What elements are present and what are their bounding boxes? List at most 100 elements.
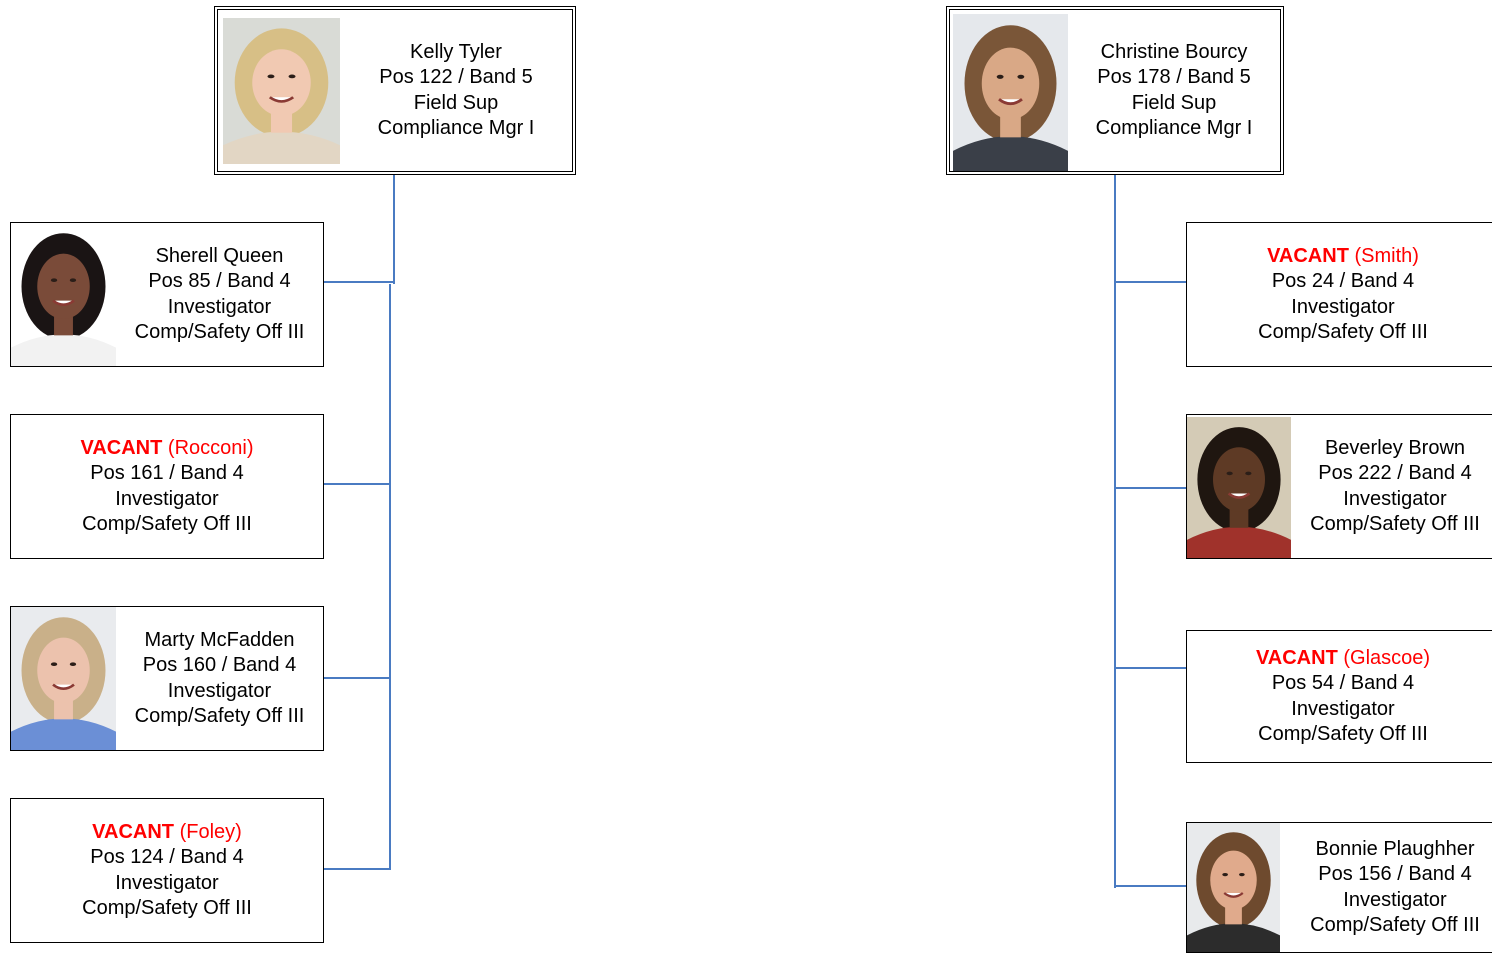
- photo-mouth: [1223, 892, 1244, 898]
- photo-face: [1213, 447, 1265, 512]
- card-text: Kelly Tyler Pos 122 / Band 5 Field Sup C…: [340, 10, 572, 171]
- photo-face: [37, 253, 90, 320]
- position-band: Pos 160 / Band 4: [142, 654, 297, 676]
- photo-shirt: [11, 718, 116, 750]
- card-text: VACANT (Rocconi) Pos 161 / Band 4 Invest…: [11, 415, 323, 558]
- photo-mouth: [1227, 492, 1251, 499]
- vacant-card: VACANT (Smith) Pos 24 / Band 4 Investiga…: [1186, 222, 1492, 367]
- vacant-label: VACANT: [92, 820, 175, 843]
- connector-trunk-right: [1114, 174, 1116, 888]
- card-text: Marty McFadden Pos 160 / Band 4 Investig…: [116, 607, 323, 750]
- job-title: Investigator: [1343, 487, 1447, 510]
- vacant-label: VACANT: [80, 436, 163, 459]
- connector-trunk-left: [393, 174, 395, 284]
- connector-branch: [1114, 667, 1187, 669]
- previous-holder: (Smith): [1354, 244, 1419, 267]
- photo-eye: [50, 662, 58, 667]
- employee-name: Kelly Tyler: [410, 40, 502, 63]
- vacant-card: VACANT (Foley) Pos 124 / Band 4 Investig…: [10, 798, 324, 943]
- job-grade: Compliance Mgr I: [377, 117, 535, 139]
- job-grade: Comp/Safety Off III: [82, 513, 252, 535]
- job-title: Field Sup: [1131, 91, 1217, 114]
- job-grade: Comp/Safety Off III: [1310, 914, 1480, 936]
- position-band: Pos 122 / Band 5: [379, 66, 533, 88]
- employee-name: Christine Bourcy: [1100, 40, 1248, 63]
- job-title: Investigator: [167, 295, 272, 318]
- card-text: VACANT (Foley) Pos 124 / Band 4 Investig…: [11, 799, 323, 942]
- employee-photo: [223, 18, 340, 164]
- previous-holder: (Foley): [179, 820, 242, 843]
- position-band: Pos 54 / Band 4: [1271, 672, 1415, 694]
- photo-eye: [50, 278, 58, 283]
- employee-photo: [953, 14, 1068, 171]
- vacancy-line: VACANT (Foley): [92, 820, 242, 846]
- job-grade: Comp/Safety Off III: [1258, 723, 1428, 745]
- employee-photo: [11, 223, 116, 366]
- job-grade: Comp/Safety Off III: [134, 705, 305, 727]
- photo-face: [37, 637, 90, 704]
- photo-shirt: [1187, 526, 1291, 558]
- photo-eye: [69, 278, 77, 283]
- employee-card: Sherell Queen Pos 85 / Band 4 Investigat…: [10, 222, 324, 367]
- photo-mouth: [998, 98, 1023, 106]
- photo-neck: [54, 696, 73, 720]
- photo-eye: [1226, 471, 1233, 476]
- employee-photo: [1187, 823, 1280, 952]
- photo-shirt: [11, 334, 116, 366]
- photo-face: [981, 47, 1040, 120]
- position-band: Pos 85 / Band 4: [148, 270, 291, 292]
- vacant-card: VACANT (Glascoe) Pos 54 / Band 4 Investi…: [1186, 630, 1492, 763]
- job-title: Investigator: [115, 487, 219, 510]
- position-band: Pos 222 / Band 4: [1318, 462, 1472, 484]
- card-text: Beverley Brown Pos 222 / Band 4 Investig…: [1291, 415, 1492, 558]
- card-text: VACANT (Smith) Pos 24 / Band 4 Investiga…: [1187, 223, 1492, 366]
- photo-mouth: [52, 683, 75, 690]
- photo-face: [1210, 850, 1257, 910]
- position-band: Pos 156 / Band 4: [1318, 863, 1472, 885]
- photo-eye: [996, 74, 1004, 79]
- vacant-label: VACANT: [1267, 244, 1349, 267]
- job-title: Investigator: [1291, 295, 1395, 318]
- photo-neck: [1225, 904, 1242, 925]
- job-title: Investigator: [1291, 697, 1395, 720]
- employee-photo: [1187, 417, 1291, 558]
- card-text: Bonnie Plaughher Pos 156 / Band 4 Invest…: [1291, 823, 1492, 952]
- vacant-card: VACANT (Rocconi) Pos 161 / Band 4 Invest…: [10, 414, 324, 559]
- employee-name: Marty McFadden: [144, 628, 295, 651]
- vacancy-line: VACANT (Glascoe): [1256, 646, 1430, 672]
- photo-eye: [1239, 872, 1245, 877]
- connector-branch: [323, 868, 391, 870]
- photo-eye: [1017, 74, 1025, 79]
- job-grade: Compliance Mgr I: [1095, 117, 1253, 139]
- job-title: Investigator: [1343, 888, 1447, 911]
- manager-card: Kelly Tyler Pos 122 / Band 5 Field Sup C…: [214, 6, 576, 175]
- employee-photo: [11, 607, 116, 750]
- previous-holder: (Rocconi): [167, 436, 254, 459]
- connector-branch: [1114, 885, 1187, 887]
- manager-card: Christine Bourcy Pos 178 / Band 5 Field …: [946, 6, 1284, 175]
- vacant-label: VACANT: [1255, 646, 1338, 669]
- vacancy-line: VACANT (Rocconi): [81, 436, 254, 462]
- employee-card: Marty McFadden Pos 160 / Band 4 Investig…: [10, 606, 324, 751]
- photo-neck: [54, 312, 73, 336]
- photo-eye: [69, 662, 77, 667]
- position-band: Pos 124 / Band 4: [90, 846, 244, 868]
- card-text: VACANT (Glascoe) Pos 54 / Band 4 Investi…: [1187, 631, 1492, 762]
- job-title: Investigator: [115, 871, 219, 894]
- photo-eye: [288, 74, 296, 79]
- job-grade: Comp/Safety Off III: [1258, 321, 1428, 343]
- connector-branch: [323, 677, 391, 679]
- employee-card: Bonnie Plaughher Pos 156 / Band 4 Invest…: [1186, 822, 1492, 953]
- employee-name: Beverley Brown: [1324, 436, 1466, 459]
- connector-branch: [1114, 281, 1187, 283]
- card-text: Sherell Queen Pos 85 / Band 4 Investigat…: [116, 223, 323, 366]
- photo-eye: [1222, 872, 1228, 877]
- job-grade: Comp/Safety Off III: [134, 321, 305, 343]
- job-grade: Comp/Safety Off III: [82, 897, 252, 919]
- connector-branch: [323, 281, 395, 283]
- job-grade: Comp/Safety Off III: [1310, 513, 1480, 535]
- job-title: Investigator: [167, 679, 272, 702]
- photo-shirt: [953, 136, 1068, 171]
- employee-card: Beverley Brown Pos 222 / Band 4 Investig…: [1186, 414, 1492, 559]
- previous-holder: (Glascoe): [1343, 646, 1431, 669]
